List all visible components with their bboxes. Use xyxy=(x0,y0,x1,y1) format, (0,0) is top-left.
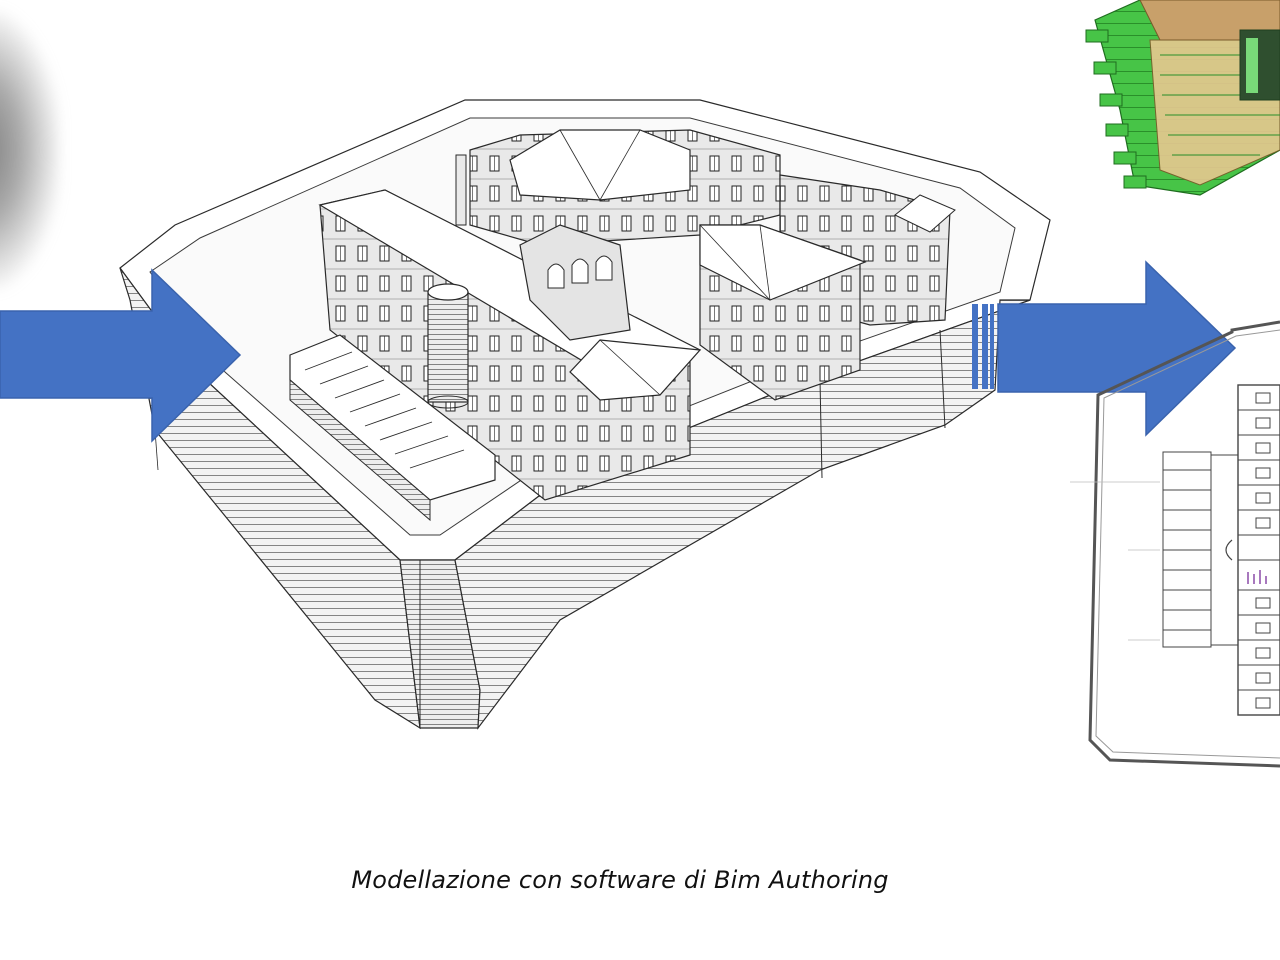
floor-plan-drawing xyxy=(1070,320,1280,768)
timber-frame-model xyxy=(1085,0,1280,196)
caption: Modellazione con software di Bim Authori… xyxy=(351,866,889,894)
output-arrow-icon xyxy=(972,260,1237,437)
input-arrow-icon xyxy=(0,268,242,443)
building-3d-model xyxy=(119,99,1051,730)
left-photo-shadow xyxy=(0,10,60,290)
